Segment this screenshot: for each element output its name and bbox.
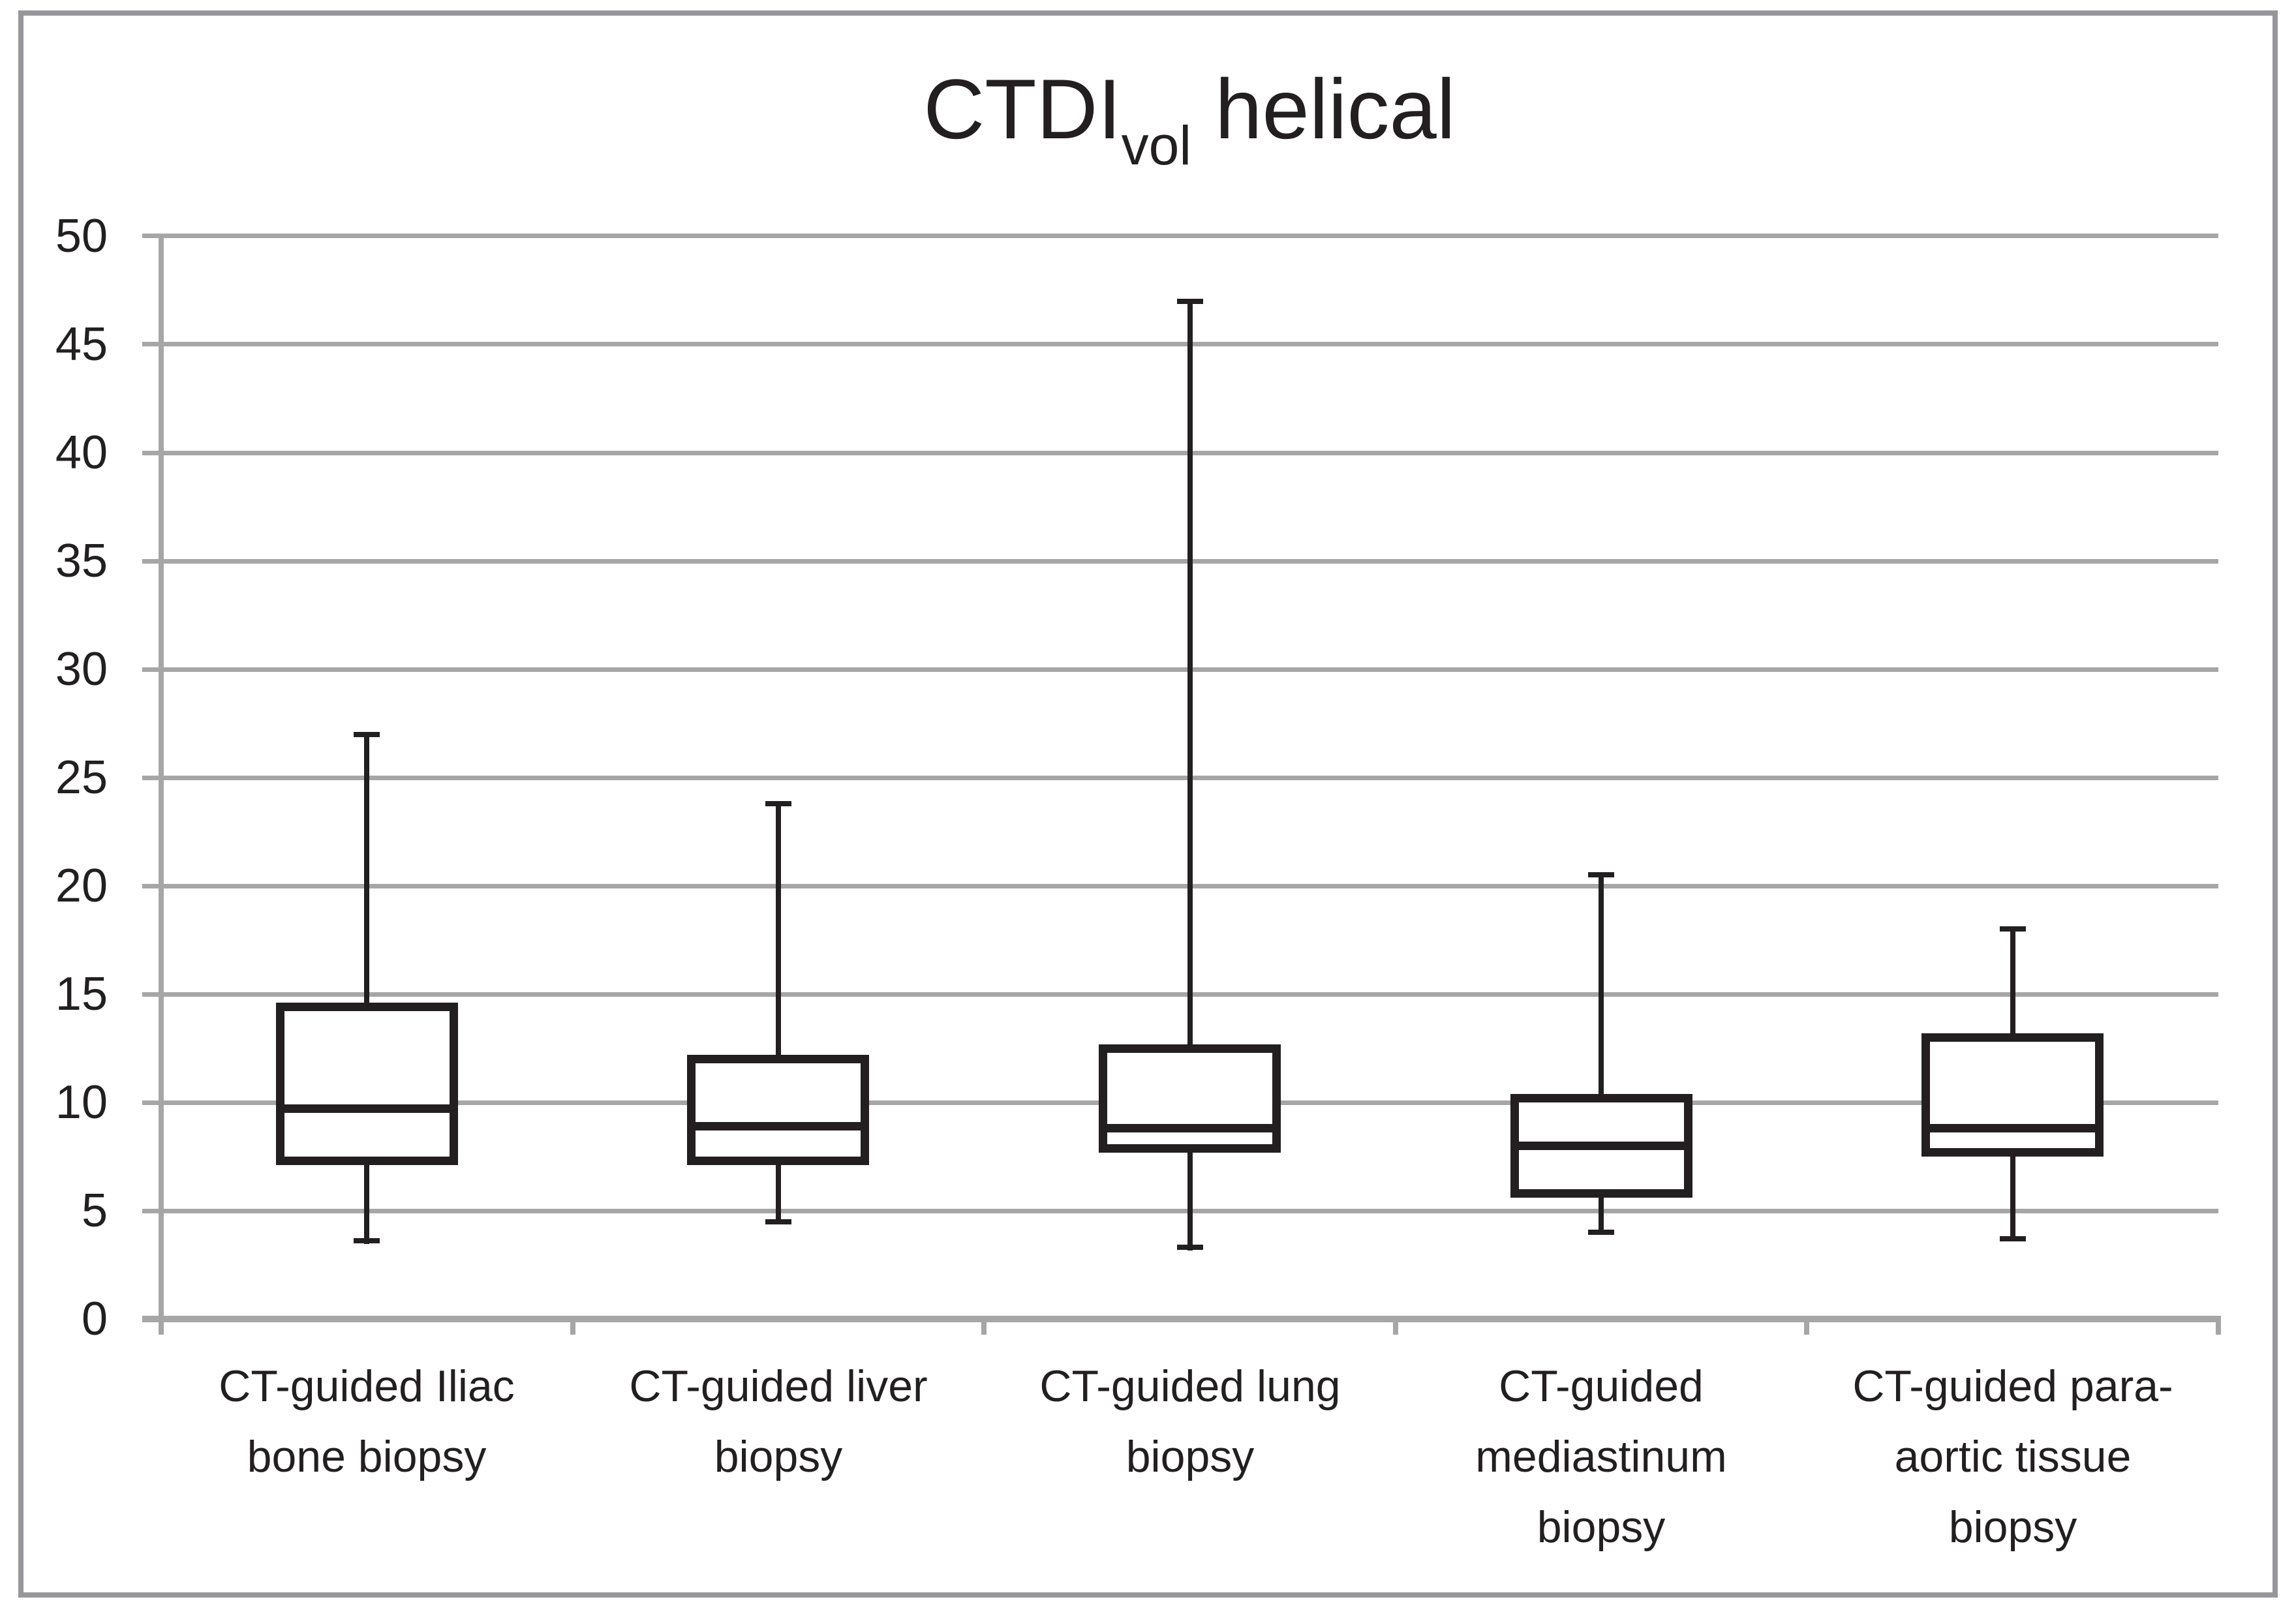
gridline bbox=[142, 667, 2218, 672]
box-rect bbox=[687, 1055, 869, 1165]
y-axis-line bbox=[159, 234, 164, 1335]
whisker-lower-cap bbox=[765, 1219, 791, 1224]
y-axis-tick-label: 25 bbox=[55, 751, 108, 804]
whisker-lower-cap bbox=[1588, 1230, 1614, 1235]
whisker-upper-cap bbox=[354, 732, 380, 737]
title-subscript: vol bbox=[1121, 115, 1192, 176]
x-axis-category-label: CT-guided lung biopsy bbox=[1039, 1361, 1341, 1481]
category-boundary-tick bbox=[1393, 1316, 1398, 1335]
box-rect bbox=[276, 1003, 458, 1165]
whisker-upper-cap bbox=[1588, 872, 1614, 877]
whisker-upper-stem bbox=[2010, 928, 2015, 1040]
category-boundary-tick bbox=[1804, 1316, 1809, 1335]
whisker-lower-cap bbox=[1177, 1245, 1203, 1250]
whisker-lower-cap bbox=[2000, 1236, 2026, 1241]
gridline bbox=[142, 776, 2218, 780]
y-axis-tick-label: 40 bbox=[55, 427, 108, 479]
whisker-lower-cap bbox=[354, 1238, 380, 1243]
median-line bbox=[1921, 1124, 2104, 1132]
whisker-upper-stem bbox=[776, 802, 781, 1062]
x-axis-category-label: CT-guided mediastinum biopsy bbox=[1475, 1361, 1727, 1552]
whisker-upper-cap bbox=[1177, 299, 1203, 304]
figure-border bbox=[18, 10, 2278, 1598]
whisker-lower-stem bbox=[776, 1160, 781, 1224]
gridline bbox=[142, 342, 2218, 346]
whisker-upper-stem bbox=[1187, 300, 1193, 1051]
median-line bbox=[1099, 1124, 1281, 1132]
whisker-upper-cap bbox=[2000, 926, 2026, 932]
box-rect bbox=[1921, 1033, 2104, 1157]
gridline bbox=[142, 451, 2218, 455]
box-rect bbox=[1099, 1044, 1281, 1153]
x-axis-baseline bbox=[142, 1316, 2218, 1322]
median-line bbox=[276, 1104, 458, 1113]
whisker-lower-stem bbox=[1599, 1192, 1604, 1235]
whisker-upper-stem bbox=[1599, 873, 1604, 1100]
whisker-lower-stem bbox=[364, 1160, 369, 1244]
title-main: CTDI bbox=[923, 61, 1122, 157]
y-axis-tick-label: 30 bbox=[55, 643, 108, 695]
y-axis-tick-label: 50 bbox=[55, 210, 108, 262]
whisker-upper-stem bbox=[364, 733, 369, 1010]
whisker-lower-stem bbox=[1187, 1147, 1193, 1251]
whisker-upper-cap bbox=[765, 801, 791, 806]
x-axis-category-label: CT-guided Iliac bone biopsy bbox=[219, 1361, 515, 1481]
y-axis-tick-label: 10 bbox=[55, 1076, 108, 1129]
gridline bbox=[142, 884, 2218, 888]
y-axis-tick-label: 20 bbox=[55, 860, 108, 912]
gridline bbox=[142, 234, 2218, 238]
chart-title: CTDIvol helical bbox=[923, 60, 1456, 173]
x-axis-category-label: CT-guided para- aortic tissue biopsy bbox=[1852, 1361, 2173, 1552]
category-boundary-tick bbox=[570, 1316, 575, 1335]
title-rest: helical bbox=[1191, 61, 1456, 157]
y-axis-tick-label: 45 bbox=[55, 318, 108, 371]
category-boundary-tick bbox=[2216, 1316, 2221, 1335]
y-axis-tick-label: 0 bbox=[81, 1293, 108, 1345]
whisker-lower-stem bbox=[2010, 1151, 2015, 1241]
x-axis-category-label: CT-guided liver biopsy bbox=[629, 1361, 928, 1481]
gridline bbox=[142, 559, 2218, 564]
gridline bbox=[142, 1209, 2218, 1213]
gridline bbox=[142, 992, 2218, 997]
median-line bbox=[1510, 1142, 1692, 1150]
y-axis-tick-label: 5 bbox=[81, 1185, 108, 1237]
category-boundary-tick bbox=[981, 1316, 987, 1335]
median-line bbox=[687, 1122, 869, 1130]
y-axis-tick-label: 15 bbox=[55, 968, 108, 1020]
y-axis-tick-label: 35 bbox=[55, 535, 108, 587]
